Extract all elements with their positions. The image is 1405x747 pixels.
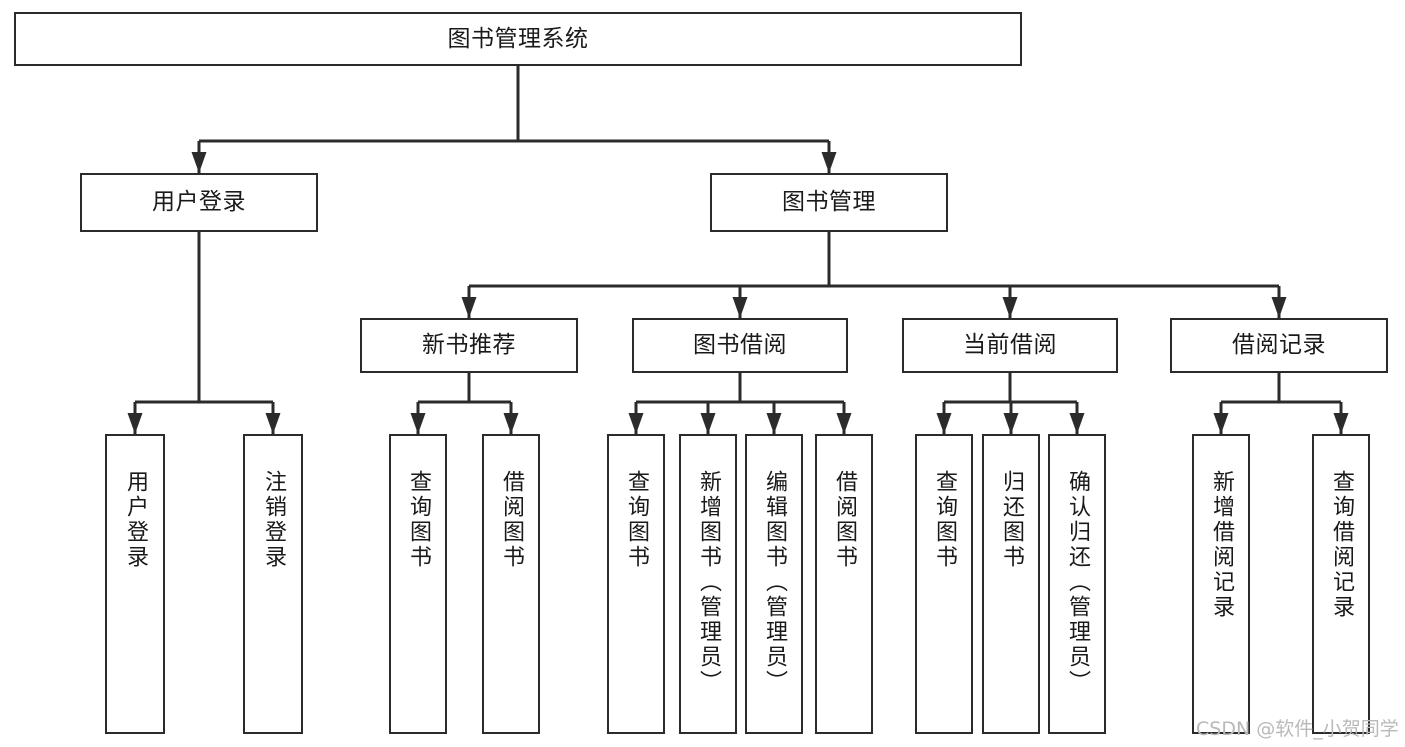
node-label-book-borrow: 图书借阅: [693, 332, 787, 359]
node-borrow-record[interactable]: 借阅记录: [1170, 318, 1388, 373]
node-label-leaf-logout: 注销登录: [261, 470, 286, 570]
node-leaf-user-login[interactable]: 用户登录: [105, 434, 165, 734]
node-label-leaf-borrow-book-1: 借阅图书: [499, 470, 524, 570]
node-user-login[interactable]: 用户登录: [80, 173, 318, 232]
node-root[interactable]: 图书管理系统: [14, 12, 1022, 66]
node-label-leaf-user-login: 用户登录: [123, 470, 148, 570]
node-leaf-return-book[interactable]: 归还图书: [982, 434, 1040, 734]
node-label-leaf-add-book-admin: 新增图书（管理员）: [696, 470, 721, 695]
watermark-text: CSDN @软件_小贺同学: [1196, 718, 1399, 740]
node-label-leaf-query-borrow-record: 查询借阅记录: [1329, 470, 1354, 620]
node-leaf-add-book-admin[interactable]: 新增图书（管理员）: [679, 434, 737, 734]
node-leaf-add-borrow-record[interactable]: 新增借阅记录: [1192, 434, 1250, 734]
node-label-book-management: 图书管理: [782, 189, 876, 216]
node-leaf-borrow-book-1[interactable]: 借阅图书: [482, 434, 540, 734]
node-label-user-login: 用户登录: [152, 189, 246, 216]
node-label-new-book-recommend: 新书推荐: [422, 332, 516, 359]
node-leaf-confirm-return-admin[interactable]: 确认归还（管理员）: [1048, 434, 1106, 734]
node-leaf-query-book-1[interactable]: 查询图书: [389, 434, 447, 734]
node-leaf-borrow-book-2[interactable]: 借阅图书: [815, 434, 873, 734]
node-label-borrow-record: 借阅记录: [1232, 332, 1326, 359]
node-label-leaf-query-book-2: 查询图书: [624, 470, 649, 570]
node-leaf-edit-book-admin[interactable]: 编辑图书（管理员）: [745, 434, 803, 734]
node-leaf-query-book-2[interactable]: 查询图书: [607, 434, 665, 734]
node-label-leaf-return-book: 归还图书: [999, 470, 1024, 570]
node-label-root: 图书管理系统: [447, 25, 589, 52]
node-leaf-query-book-3[interactable]: 查询图书: [915, 434, 973, 734]
node-leaf-query-borrow-record[interactable]: 查询借阅记录: [1312, 434, 1370, 734]
node-label-leaf-add-borrow-record: 新增借阅记录: [1209, 470, 1234, 620]
node-book-management[interactable]: 图书管理: [710, 173, 948, 232]
node-book-borrow[interactable]: 图书借阅: [632, 318, 848, 373]
node-label-leaf-edit-book-admin: 编辑图书（管理员）: [762, 470, 787, 695]
node-label-leaf-borrow-book-2: 借阅图书: [832, 470, 857, 570]
node-label-leaf-confirm-return-admin: 确认归还（管理员）: [1065, 470, 1090, 695]
node-label-leaf-query-book-3: 查询图书: [932, 470, 957, 570]
node-new-book-recommend[interactable]: 新书推荐: [360, 318, 578, 373]
node-current-borrow[interactable]: 当前借阅: [902, 318, 1118, 373]
node-label-leaf-query-book-1: 查询图书: [406, 470, 431, 570]
node-label-current-borrow: 当前借阅: [963, 332, 1057, 359]
node-leaf-logout[interactable]: 注销登录: [243, 434, 303, 734]
